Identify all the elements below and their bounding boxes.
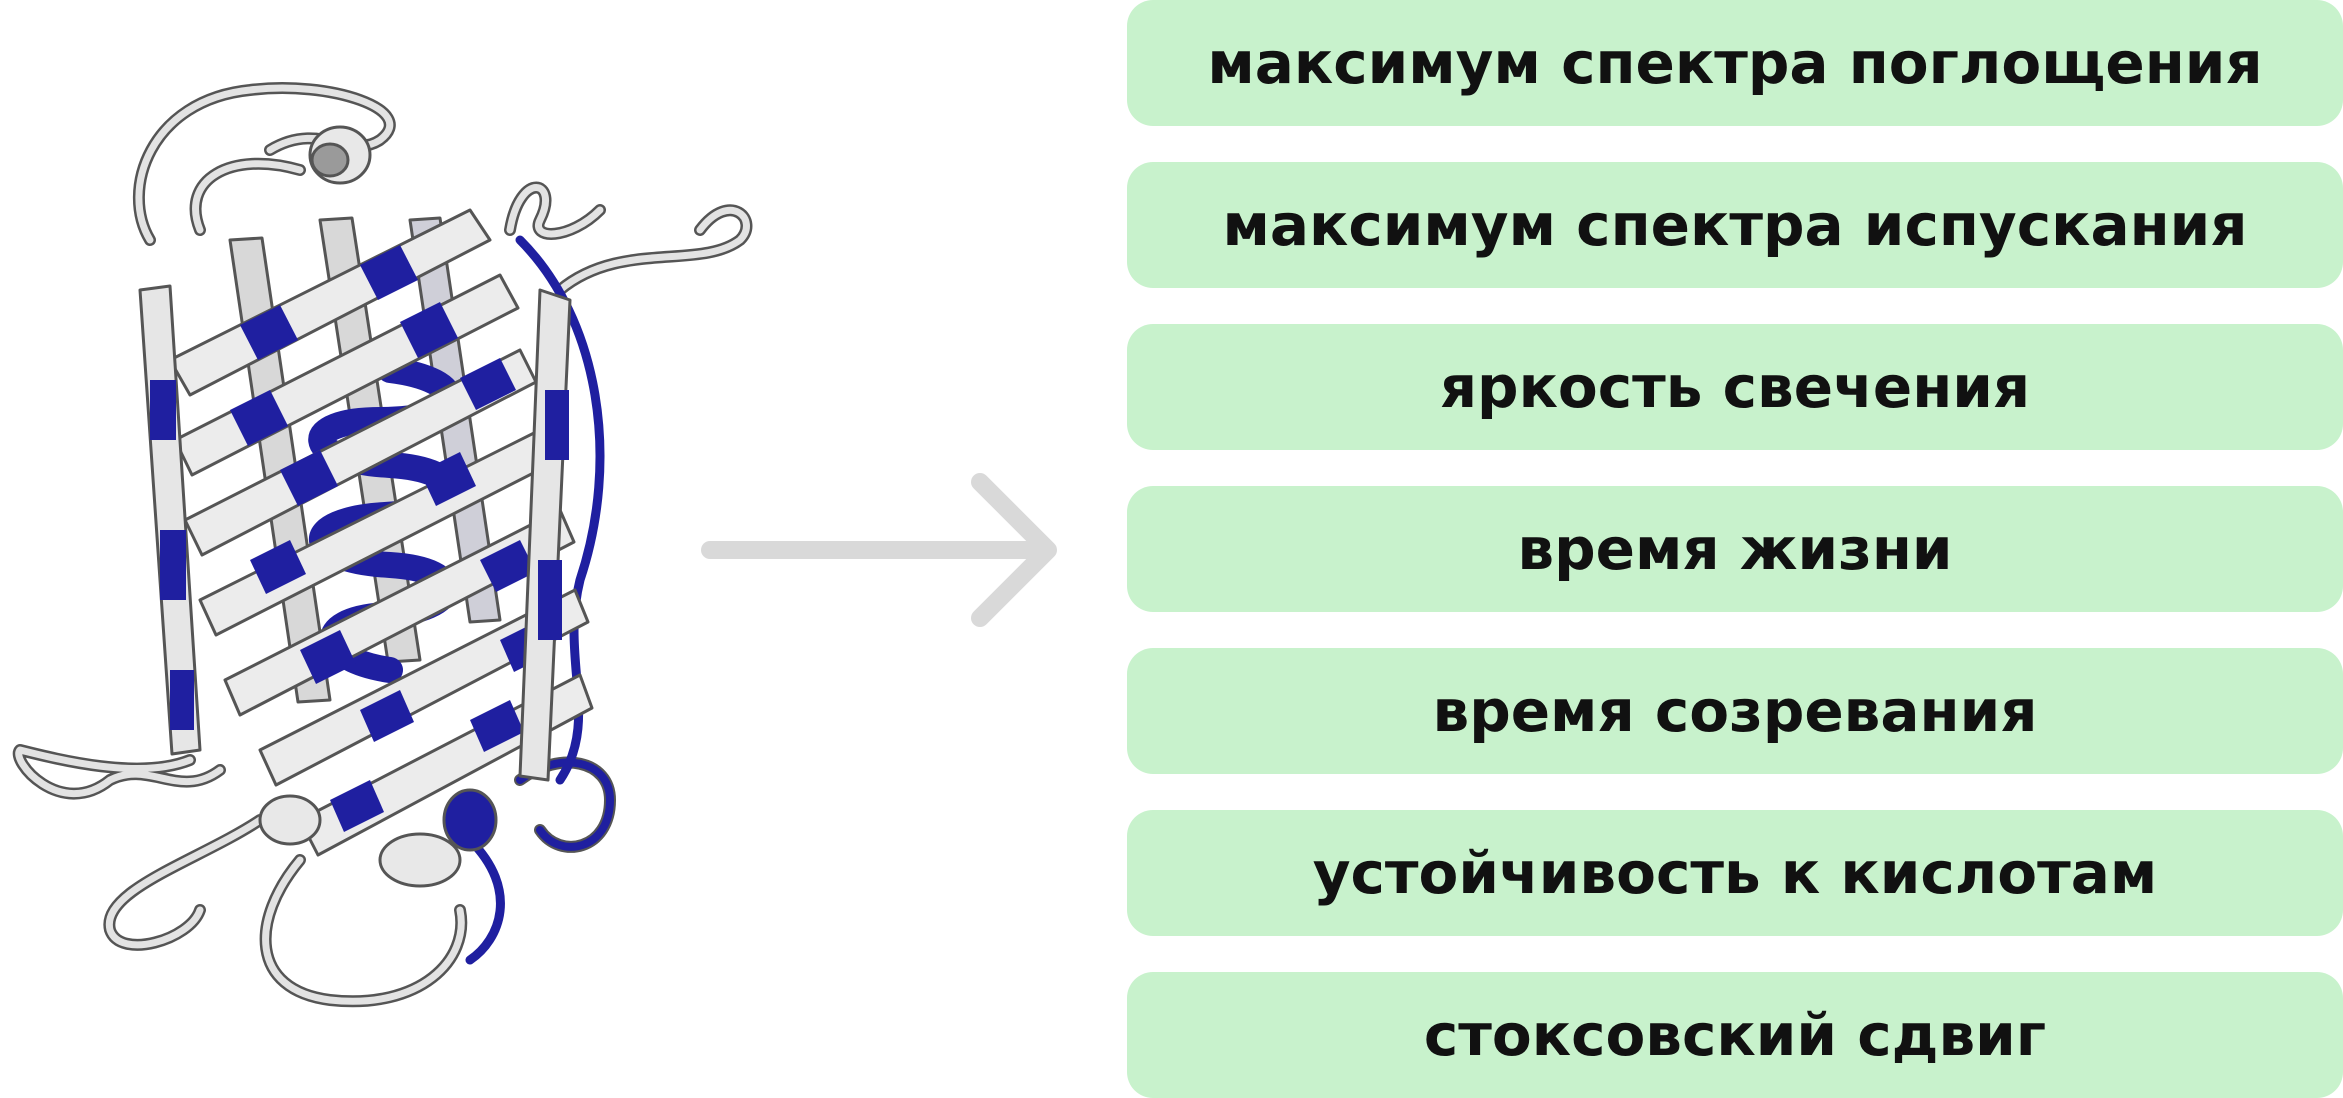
property-item: время жизни — [1127, 486, 2343, 612]
property-item: максимум спектра испускания — [1127, 162, 2343, 288]
property-item: яркость свечения — [1127, 324, 2343, 450]
property-label: стоксовский сдвиг — [1423, 1001, 2047, 1069]
protein-beta-barrel-ribbon-icon — [12, 82, 753, 1008]
property-label: максимум спектра испускания — [1222, 191, 2248, 259]
property-item: устойчивость к кислотам — [1127, 810, 2343, 936]
property-label: время созревания — [1432, 677, 2038, 745]
property-item: стоксовский сдвиг — [1127, 972, 2343, 1098]
property-label: максимум спектра поглощения — [1207, 29, 2263, 97]
property-label: устойчивость к кислотам — [1312, 839, 2158, 907]
property-label: яркость свечения — [1439, 353, 2031, 421]
property-label: время жизни — [1517, 515, 1953, 583]
property-item: время созревания — [1127, 648, 2343, 774]
property-item: максимум спектра поглощения — [1127, 0, 2343, 126]
arrow-right-icon — [701, 473, 1057, 627]
property-list: максимум спектра поглощения максимум спе… — [1127, 0, 2343, 1098]
